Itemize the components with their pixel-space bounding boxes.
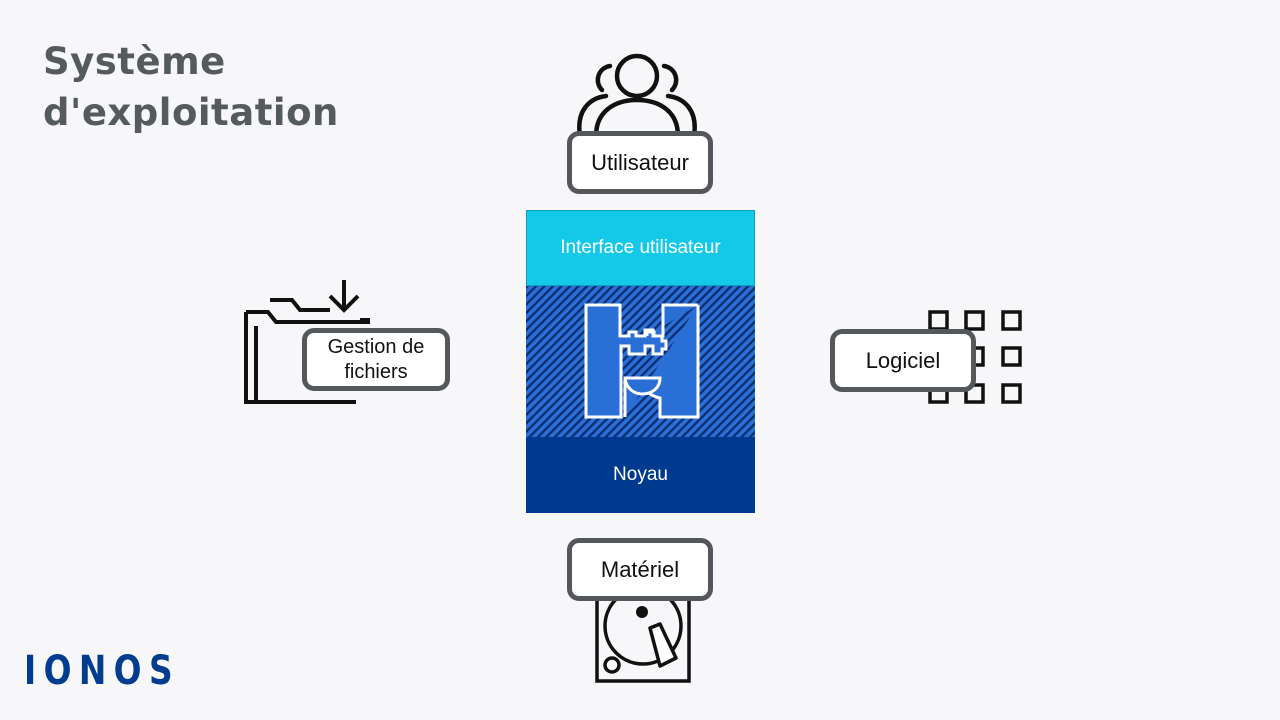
os-layer-stack: Interface utilisateur Noyau [526, 210, 755, 513]
ionos-logo: IONOS [24, 648, 180, 694]
title-line-1: Système [43, 40, 226, 83]
software-label: Logiciel [865, 347, 941, 373]
title-line-2: d'exploitation [43, 91, 339, 134]
user-node: Utilisateur [567, 131, 713, 194]
hardware-node: Matériel [567, 538, 713, 601]
kernel-label: Noyau [613, 464, 668, 485]
kernel-layer: Noyau [526, 437, 755, 513]
user-label: Utilisateur [591, 149, 689, 175]
file-management-label-line-1: Gestion de [327, 335, 425, 358]
file-management-node: Gestion de fichiers [302, 328, 450, 391]
folder-download-icon [244, 280, 370, 404]
users-icon [577, 53, 697, 139]
user-interface-label: Interface utilisateur [560, 237, 721, 258]
software-node: Logiciel [830, 329, 976, 392]
page-title: Système d'exploitation [43, 36, 339, 138]
plug-icon [584, 303, 700, 419]
hatched-middle-layer [526, 286, 755, 437]
file-management-label-line-2: fichiers [344, 360, 408, 383]
user-interface-layer: Interface utilisateur [526, 210, 755, 286]
hardware-label: Matériel [600, 556, 680, 582]
